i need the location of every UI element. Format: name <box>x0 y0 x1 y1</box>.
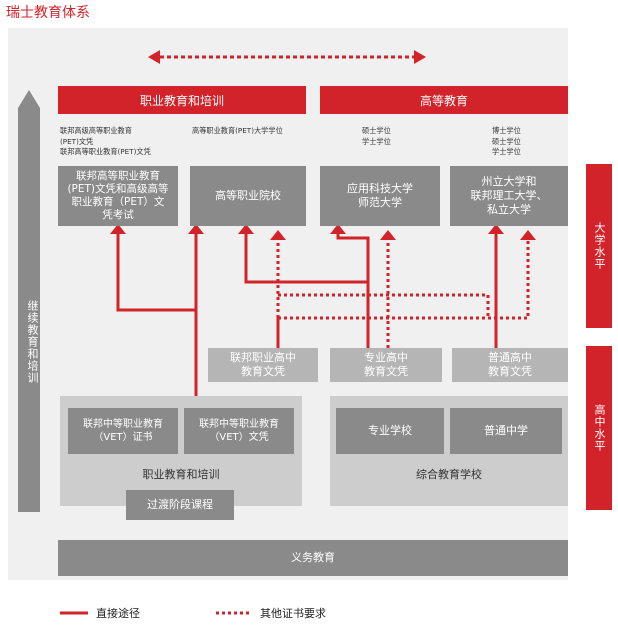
box-specialized-maturity: 专业高中 教育文凭 <box>330 348 442 382</box>
degree-col2: 高等职业教育(PET)大学学位 <box>192 126 283 135</box>
box-general-school: 普通中学 <box>450 408 562 454</box>
box-specialized-school: 专业学校 <box>336 408 444 454</box>
box-vet-certificate: 联邦中等职业教育 （VET）证书 <box>68 408 178 454</box>
legend-other-label: 其他证书要求 <box>260 607 326 620</box>
comprehensive-group-label: 综合教育学校 <box>416 468 482 481</box>
box-higher-vocational-college: 高等职业院校 <box>190 166 306 226</box>
degree-col1: 联邦高级高等职业教育 (PET)文凭 联邦高等职业教育(PET)文凭 <box>60 126 151 156</box>
box-pet-exams: 联邦高等职业教育 (PET)文凭和高级高等 职业教育（PET）文 凭考试 <box>58 166 178 226</box>
box-general-maturity: 普通高中 教育文凭 <box>452 348 568 382</box>
box-applied-sciences-university: 应用科技大学 师范大学 <box>320 166 440 226</box>
header-vocational: 职业教育和培训 <box>58 86 306 114</box>
degree-col3: 硕士学位 学士学位 <box>362 126 391 146</box>
university-level-label: 大学水平 <box>586 164 612 328</box>
box-vocational-maturity: 联邦职业高中 教育文凭 <box>208 348 318 382</box>
highschool-level-label: 高中水平 <box>586 346 612 510</box>
legend-direct-label: 直接途径 <box>96 607 140 620</box>
header-higher-education: 高等教育 <box>320 86 568 114</box>
box-university: 州立大学和 联邦理工大学、 私立大学 <box>450 166 568 226</box>
lifelong-learning-label: 继续教育和培训 <box>26 300 39 384</box>
box-vet-diploma: 联邦中等职业教育 （VET）文凭 <box>184 408 294 454</box>
page-title: 瑞士教育体系 <box>6 5 90 21</box>
vet-group-label: 职业教育和培训 <box>142 468 220 481</box>
box-bridge-courses: 过渡阶段课程 <box>126 490 234 520</box>
box-compulsory-education: 义务教育 <box>58 540 568 576</box>
degree-col4: 博士学位 硕士学位 学士学位 <box>492 126 521 156</box>
